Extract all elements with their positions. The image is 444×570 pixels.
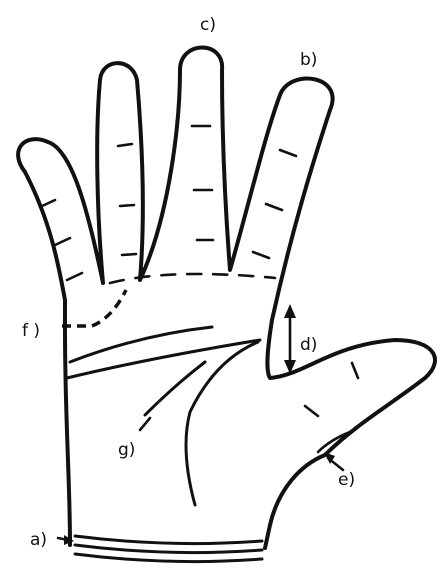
pointer-arrow-e <box>324 452 343 470</box>
heart-line <box>70 327 212 362</box>
label-a: a) <box>30 530 47 550</box>
label-g: g) <box>118 440 135 460</box>
finger-base-line <box>110 274 275 283</box>
label-d: d) <box>300 335 317 355</box>
double-arrow-d <box>284 304 296 374</box>
label-f: f ) <box>22 321 40 341</box>
label-c: c) <box>200 15 216 35</box>
crease-f <box>62 290 126 326</box>
label-e: e) <box>338 470 355 490</box>
wrist-line-3 <box>75 554 262 562</box>
wrist-line-2 <box>75 545 262 553</box>
label-b: b) <box>300 50 317 70</box>
life-line <box>186 342 258 505</box>
wrist-line-1 <box>75 536 262 544</box>
hand-outline <box>18 48 435 549</box>
pointer-line-g <box>140 418 150 430</box>
line-g <box>145 362 205 415</box>
